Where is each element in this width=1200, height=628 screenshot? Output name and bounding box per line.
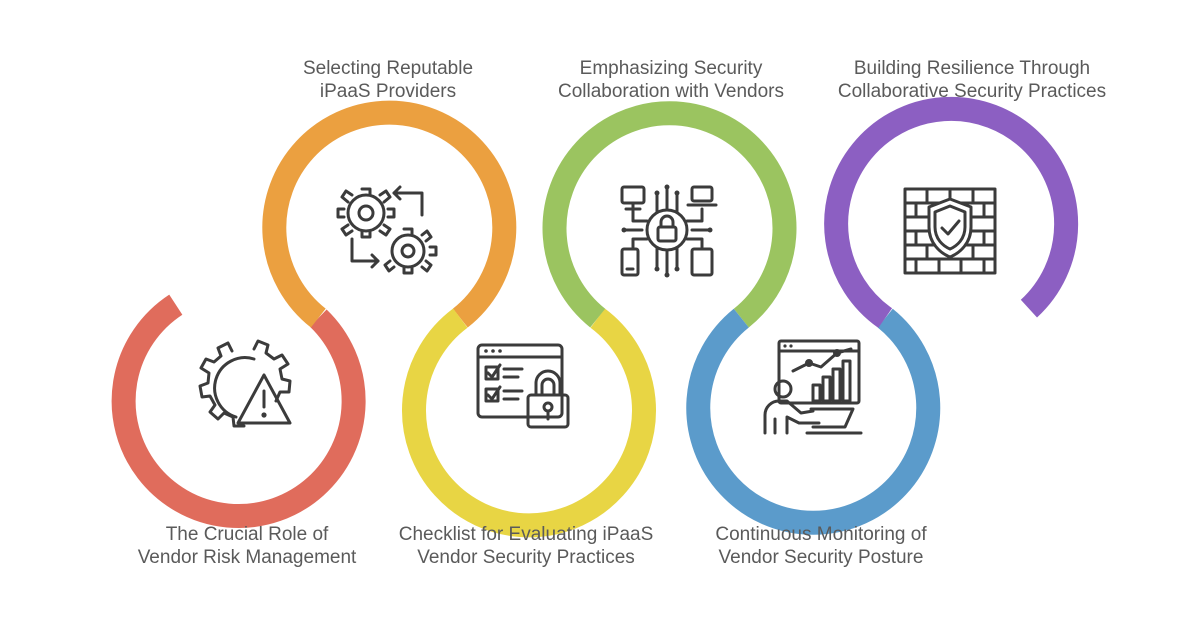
step-5-label: Continuous Monitoring of Vendor Security… [661,523,981,569]
step-3-line-1: Checklist for Evaluating iPaaS [398,524,654,545]
step-1-label: The Crucial Role of Vendor Risk Manageme… [87,523,407,569]
ring-step-1 [111,294,366,529]
firewall-shield-icon [895,175,1005,285]
step-6-label: Building Resilience Through Collaborativ… [812,57,1132,103]
gear-warning-icon [192,331,302,441]
step-3-line-2: Vendor Security Practices [417,547,635,568]
step-1-line-1: The Crucial Role of [165,524,329,545]
step-5-line-2: Vendor Security Posture [718,547,924,568]
ring-step-3 [402,308,656,538]
step-4-line-1: Emphasizing Security [579,58,763,79]
step-4-line-2: Collaboration with Vendors [557,81,785,102]
gears-process-icon [332,175,442,285]
ring-step-2 [262,100,517,328]
step-6-line-1: Building Resilience Through [853,58,1091,79]
monitoring-analyst-icon [757,331,867,441]
step-2-line-2: iPaaS Providers [319,81,457,102]
network-lock-icon [612,175,722,285]
ring-step-5 [686,308,941,535]
checklist-lock-icon [472,331,582,441]
step-3-label: Checklist for Evaluating iPaaS Vendor Se… [366,523,686,569]
step-1-line-2: Vendor Risk Management [137,547,357,568]
step-5-line-1: Continuous Monitoring of [715,524,927,545]
step-2-label: Selecting Reputable iPaaS Providers [228,57,548,103]
step-6-line-2: Collaborative Security Practices [837,81,1107,102]
ring-step-6 [824,96,1079,328]
step-4-label: Emphasizing Security Collaboration with … [511,57,831,103]
ring-step-4 [542,101,797,328]
step-2-line-1: Selecting Reputable [302,58,474,79]
